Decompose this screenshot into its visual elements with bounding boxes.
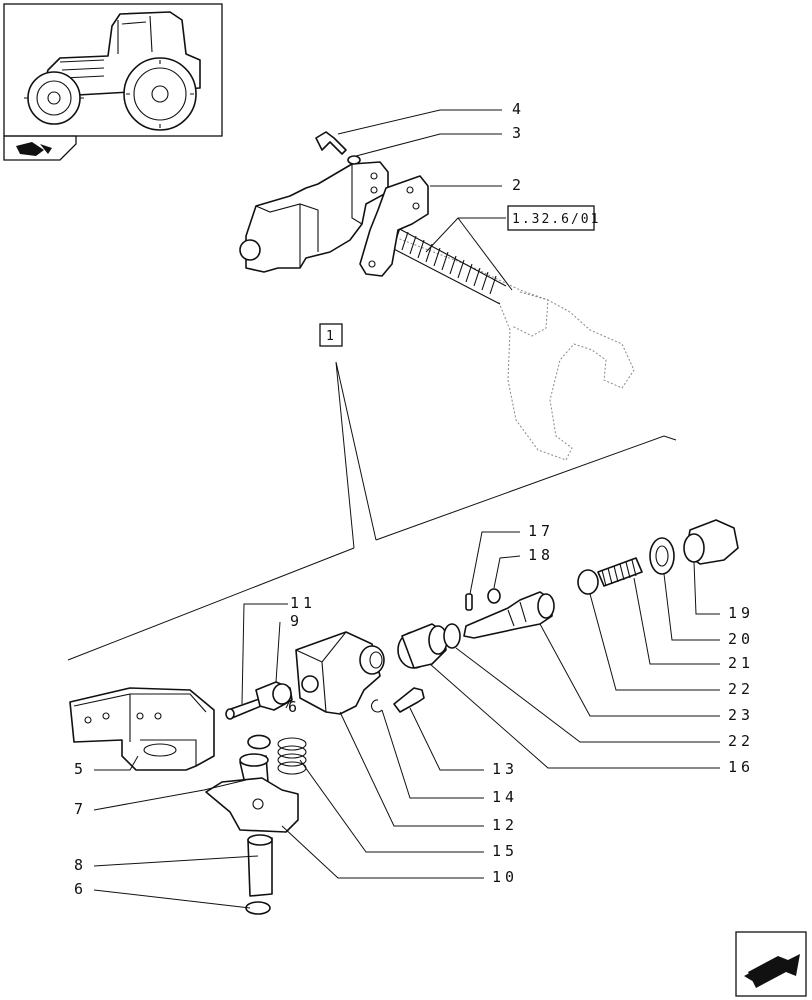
spring-part-15 (277, 737, 307, 775)
callout-16: 16 (728, 758, 754, 776)
callout-22-lower: 22 (728, 732, 754, 750)
reference-link-box[interactable]: 1.32.6/01 (507, 205, 600, 231)
callout-6-upper: 6 (288, 698, 301, 716)
threaded-rod (387, 225, 507, 305)
callout-12: 12 (492, 816, 518, 834)
group-number-box: 1 (319, 323, 343, 347)
callout-18: 18 (528, 546, 554, 564)
pin-part-17 (465, 593, 473, 611)
callout-17: 17 (528, 522, 554, 540)
oring-part-22-left (443, 623, 461, 649)
book-section-icon[interactable] (3, 135, 77, 161)
callout-4: 4 (512, 100, 525, 118)
leader-lines (93, 109, 720, 909)
callout-9: 9 (290, 612, 303, 630)
callout-6-lower: 6 (74, 880, 87, 898)
snap-ring-part-6-lower (245, 901, 271, 915)
callout-3: 3 (512, 124, 525, 142)
callout-19: 19 (728, 604, 754, 622)
callout-7: 7 (74, 800, 87, 818)
callout-2: 2 (512, 176, 525, 194)
next-page-arrow-icon[interactable] (735, 931, 807, 997)
callout-13: 13 (492, 760, 518, 778)
lever-part-10 (205, 777, 299, 833)
spool-part-23 (463, 591, 553, 639)
callout-8: 8 (74, 856, 87, 874)
spring-part-21 (597, 557, 643, 587)
callout-5: 5 (74, 760, 87, 778)
base-bracket-part-5 (69, 687, 215, 771)
group-number-text: 1 (326, 329, 336, 344)
plate-part-2 (359, 175, 429, 277)
pin-part-8 (247, 837, 273, 897)
upper-bracket-assembly (239, 131, 635, 461)
callout-14: 14 (492, 788, 518, 806)
clip-part-18 (487, 588, 501, 604)
bolt-part-13 (393, 687, 425, 713)
oring-part-22-right (577, 569, 599, 595)
callout-22-upper: 22 (728, 680, 754, 698)
lower-valve-assembly (69, 519, 739, 915)
snap-ring-part-6-upper (247, 734, 271, 750)
valve-body-part-12 (295, 631, 381, 715)
callout-21: 21 (728, 654, 754, 672)
washer-part-20 (649, 537, 675, 575)
callout-20: 20 (728, 630, 754, 648)
tractor-thumbnail (3, 3, 223, 137)
callout-15: 15 (492, 842, 518, 860)
callout-11: 11 (290, 594, 316, 612)
reference-link-text: 1.32.6/01 (512, 212, 600, 227)
clip-part-14 (371, 699, 383, 713)
callout-labels: 4 3 2 17 18 11 9 6 19 20 21 22 23 22 16 … (74, 100, 754, 898)
bolt-part-4 (315, 131, 347, 155)
callout-23: 23 (728, 706, 754, 724)
washer-part-3 (347, 155, 361, 165)
callout-10: 10 (492, 868, 518, 886)
group-boundary (67, 361, 677, 661)
